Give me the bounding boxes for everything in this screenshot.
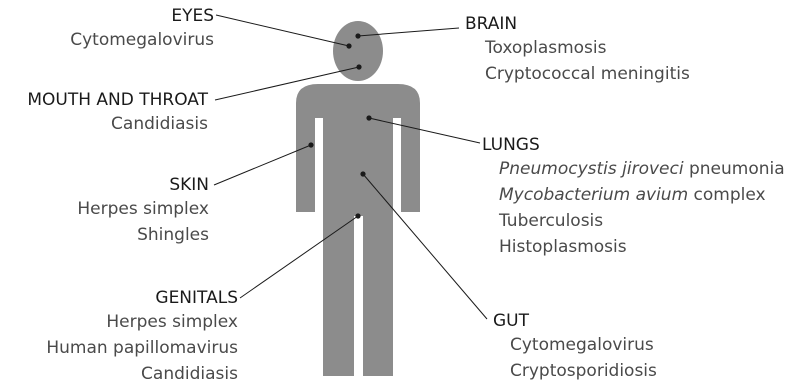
lungs-item-italic: Mycobacterium avium	[499, 185, 688, 205]
gut-item: Cryptosporidiosis	[493, 358, 657, 384]
torso-and-arms-shape	[296, 84, 420, 376]
human-silhouette	[296, 21, 420, 376]
skin-item: Shingles	[77, 222, 209, 248]
genitals-label-group: GENITALS Herpes simplex Human papillomav…	[46, 287, 238, 387]
eyes-item: Cytomegalovirus	[70, 27, 214, 53]
eyes-heading: EYES	[70, 5, 214, 27]
brain-item: Cryptococcal meningitis	[465, 61, 690, 87]
brain-item: Toxoplasmosis	[465, 35, 690, 61]
gut-heading: GUT	[493, 310, 657, 332]
genitals-dot	[355, 213, 360, 218]
lungs-item-italic: Pneumocystis jiroveci	[499, 159, 684, 179]
lungs-dot	[366, 115, 371, 120]
eyes-label-group: EYES Cytomegalovirus	[70, 5, 214, 53]
lungs-item: Histoplasmosis	[482, 234, 785, 260]
genitals-heading: GENITALS	[46, 287, 238, 309]
mouth-label-group: MOUTH AND THROAT Candidiasis	[27, 89, 208, 137]
skin-label-group: SKIN Herpes simplex Shingles	[77, 174, 209, 248]
lungs-item-rest: pneumonia	[684, 159, 785, 179]
brain-dot	[355, 33, 360, 38]
gut-dot	[360, 171, 365, 176]
lungs-item-rest: Histoplasmosis	[499, 237, 627, 257]
genitals-item: Candidiasis	[46, 361, 238, 387]
gut-label-group: GUT Cytomegalovirus Cryptosporidiosis	[493, 310, 657, 384]
mouth-heading: MOUTH AND THROAT	[27, 89, 208, 111]
genitals-item: Human papillomavirus	[46, 335, 238, 361]
lungs-item: Tuberculosis	[482, 208, 785, 234]
brain-heading: BRAIN	[465, 13, 690, 35]
lungs-item-rest: complex	[688, 185, 765, 205]
skin-item: Herpes simplex	[77, 196, 209, 222]
eyes-leader-line	[216, 15, 349, 46]
mouth-dot	[356, 64, 361, 69]
genitals-item: Herpes simplex	[46, 309, 238, 335]
lungs-item: Pneumocystis jiroveci pneumonia	[482, 156, 785, 182]
lungs-item: Mycobacterium avium complex	[482, 182, 785, 208]
brain-label-group: BRAIN Toxoplasmosis Cryptococcal meningi…	[465, 13, 690, 87]
lungs-item-rest: Tuberculosis	[499, 211, 603, 231]
gut-item: Cytomegalovirus	[493, 332, 657, 358]
skin-heading: SKIN	[77, 174, 209, 196]
head-shape	[333, 21, 383, 81]
lungs-heading: LUNGS	[482, 134, 785, 156]
mouth-item: Candidiasis	[27, 111, 208, 137]
lungs-label-group: LUNGS Pneumocystis jiroveci pneumonia My…	[482, 134, 785, 260]
skin-dot	[308, 142, 313, 147]
eyes-dot	[346, 43, 351, 48]
